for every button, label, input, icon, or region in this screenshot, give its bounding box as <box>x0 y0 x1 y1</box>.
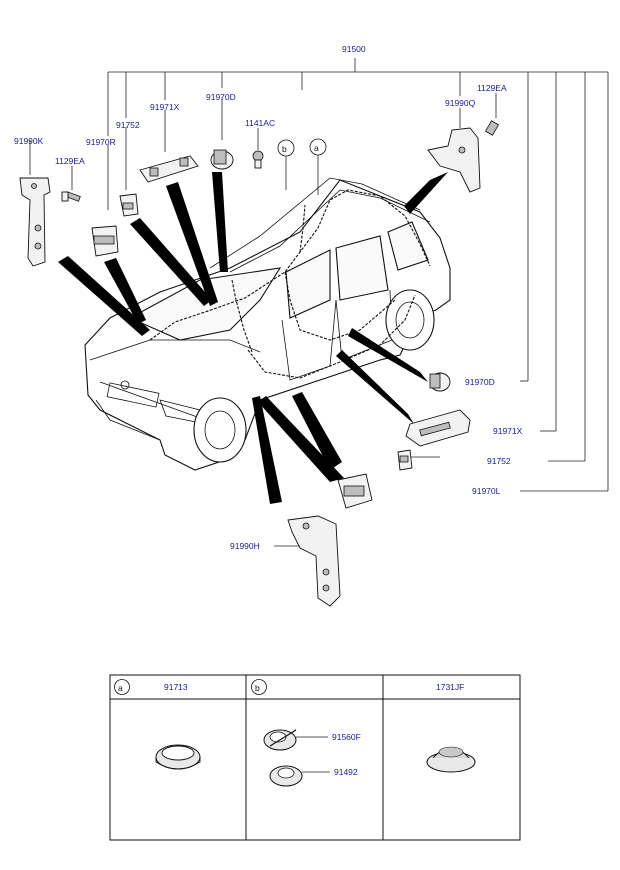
callout-91990q: 91990Q <box>445 98 476 108</box>
connector-91970d-right <box>429 372 451 392</box>
grommet-91492: 91492 <box>269 765 358 787</box>
callout-lines <box>29 58 609 547</box>
svg-text:a: a <box>314 143 319 153</box>
table-part-1731jf: 1731JF <box>436 682 464 692</box>
table-header-c: 1731JF <box>436 682 464 692</box>
parts-table <box>109 674 521 841</box>
table-item-91560f: 91560F <box>332 732 361 742</box>
clip-91752-right <box>397 449 413 471</box>
callout-91970r: 91970R <box>86 137 116 147</box>
connector-91970r <box>91 225 119 257</box>
svg-text:b: b <box>282 144 287 154</box>
callout-91752-right: 91752 <box>487 456 511 466</box>
grommet-91713 <box>155 744 201 770</box>
callout-91971x-top: 91971X <box>150 102 180 112</box>
grommet-91560f: 91560F <box>263 729 361 751</box>
callout-91970d-right: 91970D <box>465 377 495 387</box>
callout-91500: 91500 <box>342 44 366 54</box>
bracket-91990q <box>427 127 481 193</box>
marker-b: b <box>277 139 295 190</box>
callout-91990k: 91990K <box>14 136 44 146</box>
callout-91752-top: 91752 <box>116 120 140 130</box>
connector-91971x-right <box>405 409 471 447</box>
callout-91971x-right: 91971X <box>493 426 523 436</box>
bracket-91990k <box>19 177 51 267</box>
callout-91970d-top: 91970D <box>206 92 236 102</box>
table-letter-a: a <box>118 683 123 693</box>
table-header-b: b <box>251 679 267 695</box>
plug-1731jf <box>426 746 476 773</box>
clip-91752-top <box>119 193 139 217</box>
connector-91971x-top <box>139 155 199 183</box>
callout-1129ea-left: 1129EA <box>55 156 85 166</box>
bolt-1141ac <box>252 150 264 169</box>
table-item-91492: 91492 <box>334 767 358 777</box>
callout-1141ac: 1141AC <box>245 118 275 128</box>
leader-wedges <box>58 172 448 504</box>
bolt-1129ea-left <box>61 191 81 202</box>
marker-a: a <box>309 138 327 195</box>
connector-91970d-top <box>210 149 234 170</box>
callout-1129ea-top: 1129EA <box>477 83 507 93</box>
table-header-a: a 91713 <box>114 679 188 695</box>
connector-91970l <box>337 473 373 509</box>
bolt-1129ea-top <box>484 120 500 136</box>
callout-91970l: 91970L <box>472 486 501 496</box>
callout-91990h: 91990H <box>230 541 260 551</box>
table-letter-b: b <box>255 683 260 693</box>
callout-labels: 91500 1129EA 91990Q 91970D 91971X 91752 … <box>14 44 523 551</box>
bracket-91990h <box>287 515 341 607</box>
table-part-91713: 91713 <box>164 682 188 692</box>
